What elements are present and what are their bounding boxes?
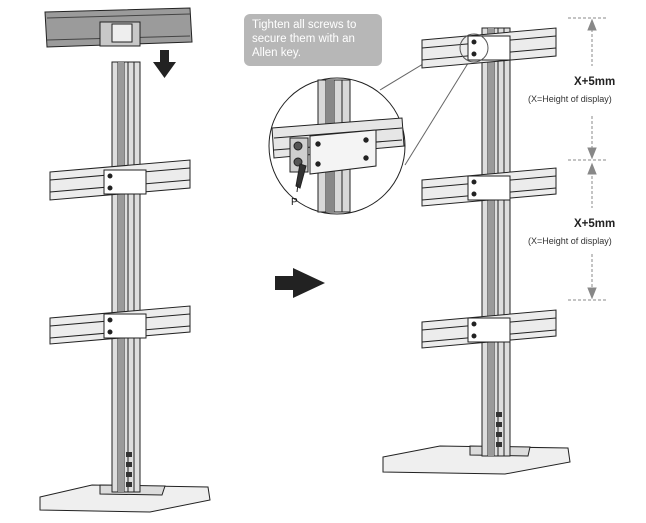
dimension-line-lower [568,162,606,301]
right-middle-bracket [421,167,557,207]
instruction-text: Tighten all screws to secure them with a… [252,18,382,60]
right-post [481,27,511,457]
right-lower-bracket [421,309,557,349]
left-post [111,61,141,493]
arrow-down-icon [153,50,176,78]
dimension-value-lower: X+5mm [574,218,616,230]
instruction-callout [244,14,382,66]
left-top-bracket [44,7,193,48]
detail-clamp-plate [309,129,377,175]
left-lower-bracket [49,305,191,345]
arrow-right-icon [275,268,325,298]
right-cable-slots [496,412,502,447]
part-label-p: P [291,197,298,208]
detail-magnifier [268,37,471,215]
dimension-note-lower: (X=Height of display) [528,236,612,246]
dimension-line-upper [568,17,606,161]
dimension-note-upper: (X=Height of display) [528,94,612,104]
detail-callout-circle [459,33,489,63]
allen-key-icon [295,163,307,189]
left-middle-bracket [49,159,191,201]
left-base-plate [39,484,211,513]
right-top-bracket [421,27,557,69]
left-stand [39,7,211,513]
instruction-line-2: secure them with an [252,33,355,45]
instruction-line-3: Allen key. [252,47,302,59]
left-cable-slots [126,452,132,487]
instruction-line-1: Tighten all screws to [252,19,357,31]
dimension-value-upper: X+5mm [574,76,616,88]
right-stand [382,27,571,475]
